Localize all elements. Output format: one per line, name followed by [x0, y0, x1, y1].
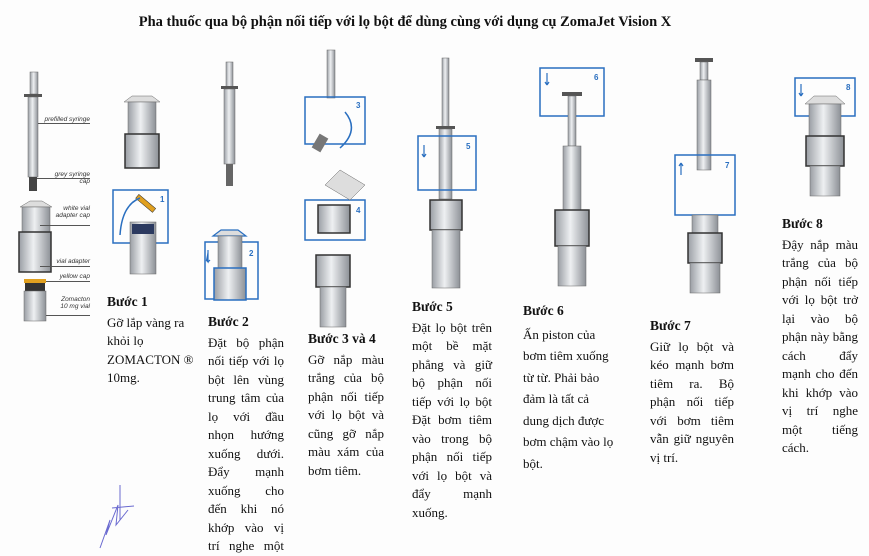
step-number-4: 4 [356, 206, 361, 215]
step6-illustration [539, 67, 605, 287]
label-grey-syringe-cap: grey syringe cap [54, 171, 90, 185]
step2-illustration [204, 61, 259, 301]
step-body: Đặt lọ bột trên một bề mặt phẳng và giữ … [412, 319, 492, 520]
step-number-8: 8 [846, 83, 851, 92]
step-number-6: 6 [594, 73, 599, 82]
step-number-1: 1 [160, 195, 165, 204]
step-2: Bước 2 Đặt bộ phận nối tiếp với lọ bột l… [208, 313, 284, 556]
step-7: Bước 7 Giữ lọ bột và kéo mạnh bơm tiêm r… [650, 317, 734, 467]
step-heading: Bước 3 và 4 [308, 331, 376, 346]
step-body: Đậy nắp màu trắng của bộ phận nối tiếp v… [782, 236, 858, 456]
step3-4-illustration [304, 49, 366, 328]
label-vial-adapter: vial adapter [56, 258, 90, 265]
step-heading: Bước 6 [523, 303, 564, 318]
signature [99, 485, 135, 549]
step8-illustration [794, 77, 856, 197]
step-number-5: 5 [466, 142, 471, 151]
label-white-vial-adapter-cap: white vial adapter cap [55, 205, 90, 219]
step-body: Giữ lọ bột và kéo mạnh bơm tiêm ra. Bộ p… [650, 338, 734, 465]
step-1: Bước 1 Gỡ lắp vàng ra khỏi lọ ZOMACTON ®… [107, 293, 195, 388]
label-yellow-cap: yellow cap [59, 273, 90, 280]
parts-diagram [18, 71, 53, 322]
step-heading: Bước 7 [650, 318, 691, 333]
step-8: Bước 8 Đậy nắp màu trắng của bộ phận nối… [782, 215, 858, 458]
step-body: Gỡ lắp vàng ra khỏi lọ ZOMACTON ® 10mg. [107, 314, 194, 386]
step1-illustration [112, 95, 169, 275]
step-number-3: 3 [356, 101, 361, 110]
step-heading: Bước 2 [208, 314, 249, 329]
step-heading: Bước 1 [107, 294, 148, 309]
step-heading: Bước 8 [782, 216, 823, 231]
step-6: Bước 6 Ấn piston của bơm tiêm xuống từ t… [523, 300, 615, 474]
step-5: Bước 5 Đặt lọ bột trên một bề mặt phẳng … [412, 298, 492, 522]
arrow-icons [205, 73, 804, 264]
label-zomacton-vial: Zomacton 10 mg vial [60, 296, 90, 310]
step-number-7: 7 [725, 161, 730, 170]
step-number-2: 2 [249, 249, 254, 258]
step5-illustration [417, 57, 477, 289]
page-title: Pha thuốc qua bộ phận nối tiếp với lọ bộ… [138, 14, 672, 30]
step7-illustration [674, 58, 736, 294]
step-3-4: Bước 3 và 4 Gỡ nắp màu trắng của bộ phận… [308, 330, 384, 480]
step-heading: Bước 5 [412, 299, 453, 314]
step-body: Ấn piston của bơm tiêm xuống từ từ. Phải… [523, 326, 614, 471]
label-prefilled-syringe: prefilled syringe [44, 116, 90, 123]
step-body: Đặt bộ phận nối tiếp với lọ bột lên vùng… [208, 334, 284, 554]
step-body: Gỡ nắp màu trắng của bộ phận nối tiếp vớ… [308, 351, 384, 478]
